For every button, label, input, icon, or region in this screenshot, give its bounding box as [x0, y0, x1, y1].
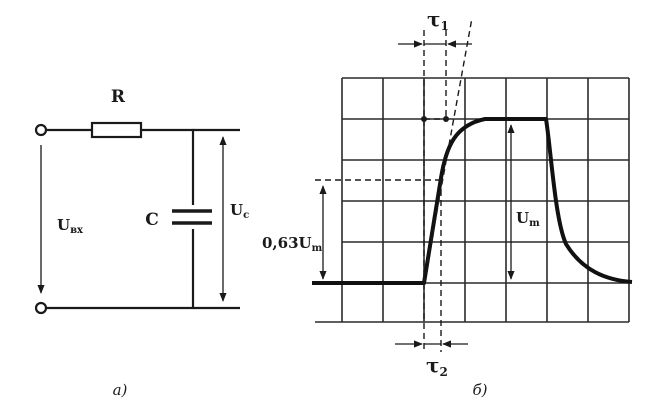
- cap-voltage-main: U: [230, 201, 243, 219]
- input-terminal-bottom: [34, 301, 48, 315]
- resistor: [90, 121, 143, 139]
- input-voltage-main: U: [57, 216, 70, 234]
- amplitude-main: U: [516, 209, 529, 227]
- cap-voltage-label: Uc: [230, 201, 249, 221]
- tangent-line: [423, 17, 473, 284]
- capacitor-label: C: [145, 210, 159, 230]
- caption-b: б): [472, 381, 487, 399]
- scope-grid: [315, 77, 630, 323]
- input-terminal-top: [34, 123, 48, 137]
- cap-voltage-sub: c: [243, 210, 249, 221]
- amplitude-sub: m: [529, 218, 540, 229]
- amplitude-label: Um: [516, 209, 540, 229]
- tau1-point-right: [443, 116, 449, 122]
- rc-circuit: R C Uвх Uc а): [34, 87, 249, 399]
- level-063-sub: m: [312, 243, 323, 254]
- tau1-sub: 1: [440, 19, 448, 33]
- tau2-main: τ: [426, 353, 439, 377]
- tau2-sub: 2: [439, 365, 447, 379]
- tau2-label: τ2: [426, 353, 448, 379]
- bottom-wire: [46, 229, 195, 310]
- tau1-point-left: [421, 116, 427, 122]
- tau1-label: τ1: [427, 7, 449, 33]
- level-063-main: 0,63U: [262, 234, 312, 252]
- input-voltage-sub: вх: [70, 225, 84, 236]
- voltage-curve: [312, 117, 633, 285]
- input-voltage-label: Uвх: [57, 216, 84, 236]
- resistor-label: R: [111, 87, 126, 107]
- oscillogram: τ1 τ2 0,63Um Um б): [262, 7, 633, 399]
- level-063-label: 0,63Um: [262, 234, 323, 254]
- caption-a: а): [113, 381, 128, 399]
- tau1-main: τ: [427, 7, 440, 31]
- top-wire: [46, 128, 195, 205]
